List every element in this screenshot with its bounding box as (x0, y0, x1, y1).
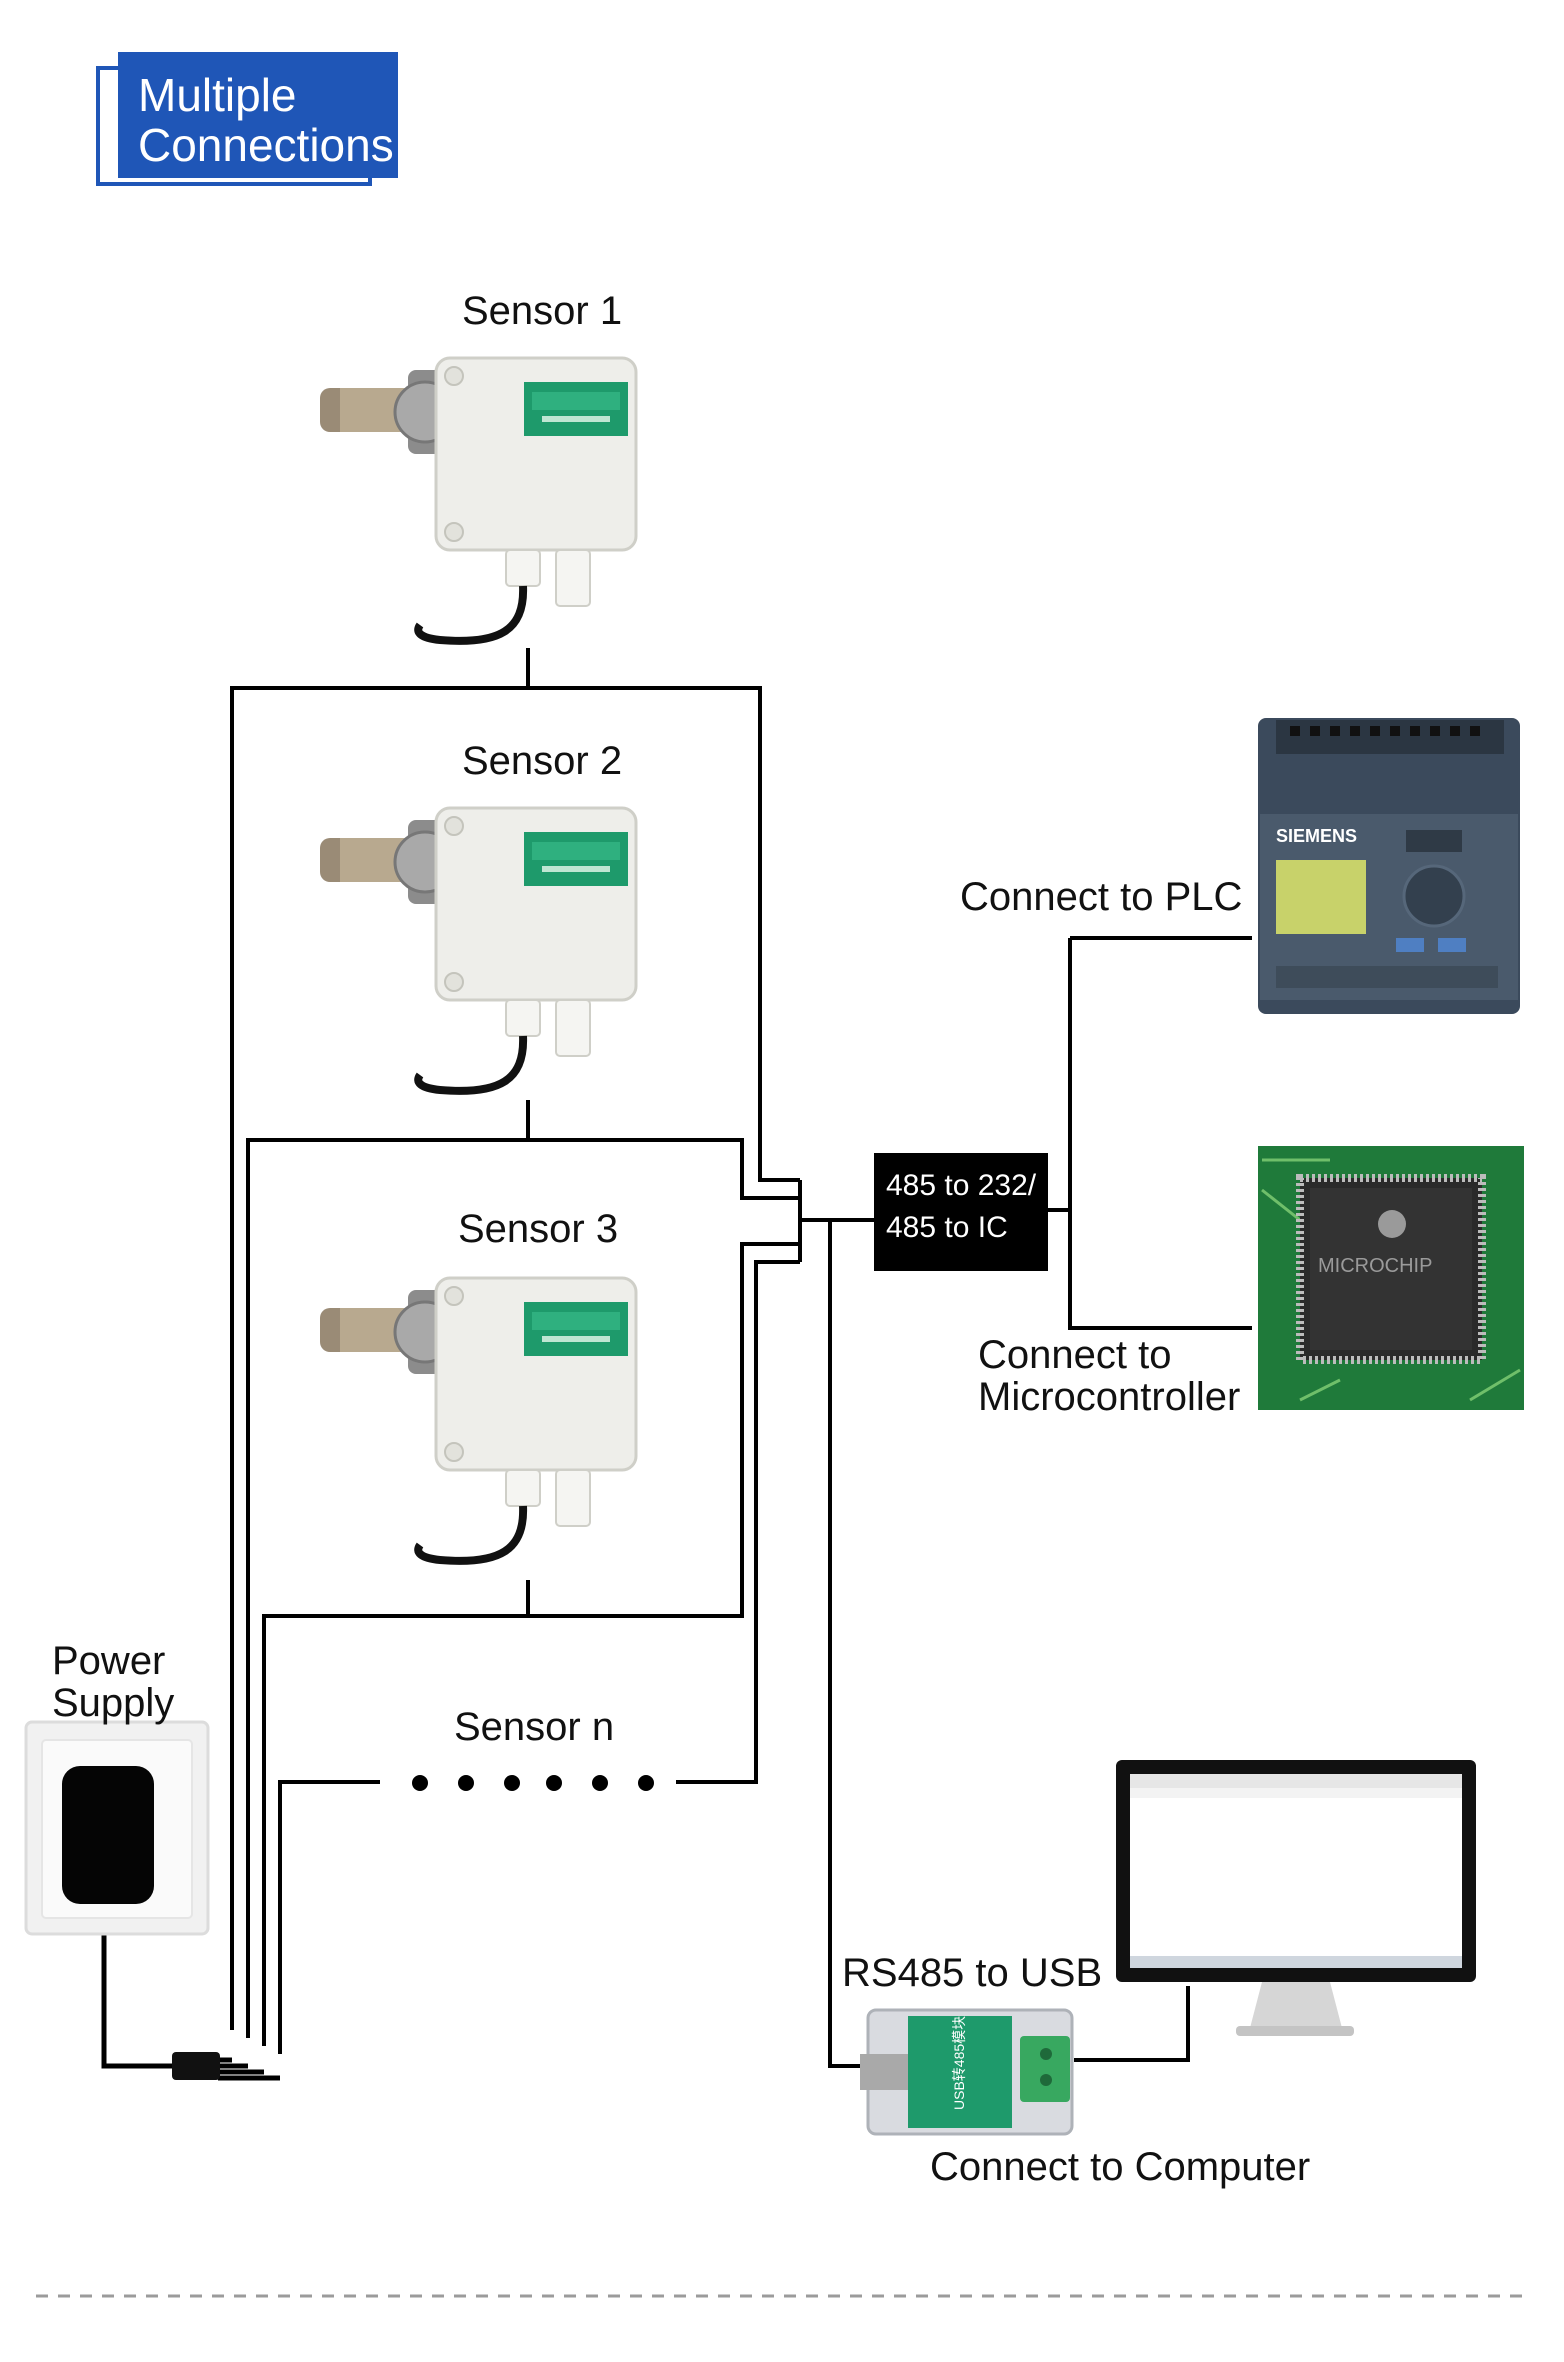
usb-label: RS485 to USB (842, 1951, 1103, 1995)
usb-module-image: USB转485模块 (860, 2008, 1074, 2136)
title-line2: Connections (138, 119, 394, 171)
plc-image: SIEMENS (1258, 718, 1520, 1014)
title-text: Multiple Connections (138, 70, 394, 170)
sensor-n-label: Sensor n (454, 1705, 615, 1749)
converter-line1: 485 to 232/ (886, 1169, 1037, 1202)
sensor-1-label: Sensor 1 (462, 289, 623, 333)
sensor-3-device (320, 1278, 636, 1561)
power-plug (172, 2052, 220, 2080)
title-badge (118, 52, 398, 178)
computer-image (1116, 1760, 1476, 2036)
chip-brand-text: MICROCHIP (1318, 1255, 1432, 1277)
title-line1: Multiple (138, 69, 297, 121)
converter-box: 485 to 232/ 485 to IC (874, 1153, 1048, 1271)
power-supply-label: Power Supply (52, 1640, 174, 1724)
sensor-2-label: Sensor 2 (462, 739, 623, 783)
computer-label: Connect to Computer (930, 2145, 1311, 2189)
power-adapter-image (24, 1720, 210, 1936)
power-supply-line2: Supply (52, 1681, 175, 1725)
sensor-1-device (320, 358, 636, 641)
power-wires (101, 1920, 280, 2081)
sensor-n-dots (412, 1775, 654, 1791)
mcu-line2: Microcontroller (978, 1375, 1241, 1419)
mcu-label: Connect to Microcontroller (978, 1334, 1240, 1418)
power-supply-line1: Power (52, 1639, 166, 1683)
plc-brand-text: SIEMENS (1276, 826, 1357, 846)
microcontroller-image: MICROCHIP (1258, 1146, 1524, 1410)
sensor-2-device (320, 808, 636, 1091)
sensor-3-label: Sensor 3 (458, 1207, 619, 1251)
usb-module-text: USB转485模块 (951, 2016, 967, 2110)
plc-label: Connect to PLC (960, 875, 1243, 919)
mcu-line1: Connect to (978, 1333, 1172, 1377)
wires (230, 648, 1252, 2068)
converter-line2: 485 to IC (886, 1211, 1008, 1244)
